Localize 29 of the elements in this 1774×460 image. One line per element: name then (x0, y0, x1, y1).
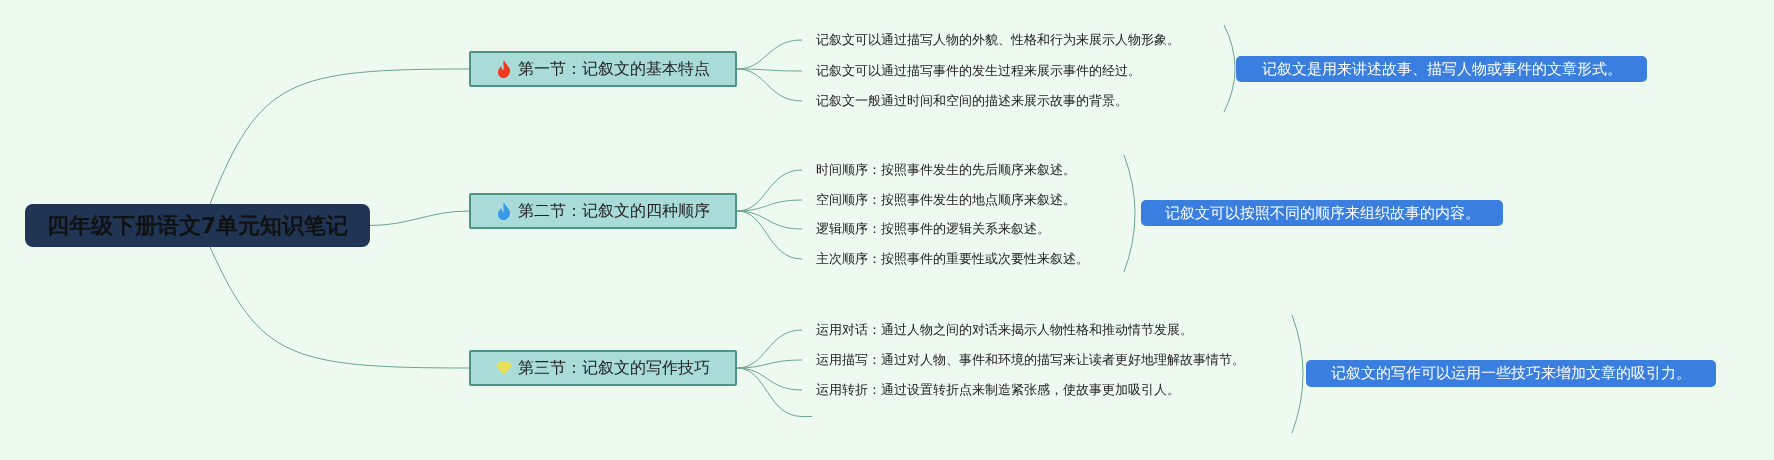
connector-line (736, 367, 803, 391)
subtopic-text: 记叙文可以通过描写事件的发生过程来展示事件的经过。 (816, 62, 1196, 80)
subtopic-text: 记叙文可以通过描写人物的外貌、性格和行为来展示人物形象。 (816, 31, 1196, 49)
connector-line (736, 68, 803, 102)
subtopic-text: 记叙文一般通过时间和空间的描述来展示故事的背景。 (816, 92, 1196, 110)
topic-box (469, 350, 737, 386)
summary-box: 记叙文可以按照不同的顺序来组织故事的内容。 (1141, 200, 1503, 226)
subtopic-text: 运用描写：通过对人物、事件和环境的描写来让读者更好地理解故事情节。 (816, 351, 1286, 369)
topic-label: 第三节：记叙文的写作技巧 (518, 357, 710, 379)
subtopic-text: 运用转折：通过设置转折点来制造紧张感，使故事更加吸引人。 (816, 381, 1286, 399)
subtopic-text: 运用对话：通过人物之间的对话来揭示人物性格和推动情节发展。 (816, 321, 1286, 339)
connector-line (736, 199, 803, 212)
topic-box (469, 193, 737, 229)
subtopic-text: 时间顺序：按照事件发生的先后顺序来叙述。 (816, 161, 1116, 179)
connector-line (369, 210, 470, 226)
connector-line (209, 68, 470, 205)
connector-line (736, 210, 803, 260)
topic-box (469, 51, 737, 87)
summary-box: 记叙文是用来讲述故事、描写人物或事件的文章形式。 (1236, 56, 1647, 82)
central-topic-box: 四年级下册语文7单元知识笔记 (25, 204, 370, 247)
subtopic-text: 空间顺序：按照事件发生的地点顺序来叙述。 (816, 191, 1116, 209)
topic-label: 第一节：记叙文的基本特点 (518, 58, 710, 80)
empty-subtopic-line (802, 416, 812, 417)
subtopic-text: 主次顺序：按照事件的重要性或次要性来叙述。 (816, 250, 1116, 268)
connector-line (209, 246, 470, 369)
summary-box: 记叙文的写作可以运用一些技巧来增加文章的吸引力。 (1306, 360, 1716, 387)
connector-line (736, 367, 803, 417)
subtopic-text: 逻辑顺序：按照事件的逻辑关系来叙述。 (816, 220, 1116, 238)
topic-label: 第二节：记叙文的四种顺序 (518, 200, 710, 222)
